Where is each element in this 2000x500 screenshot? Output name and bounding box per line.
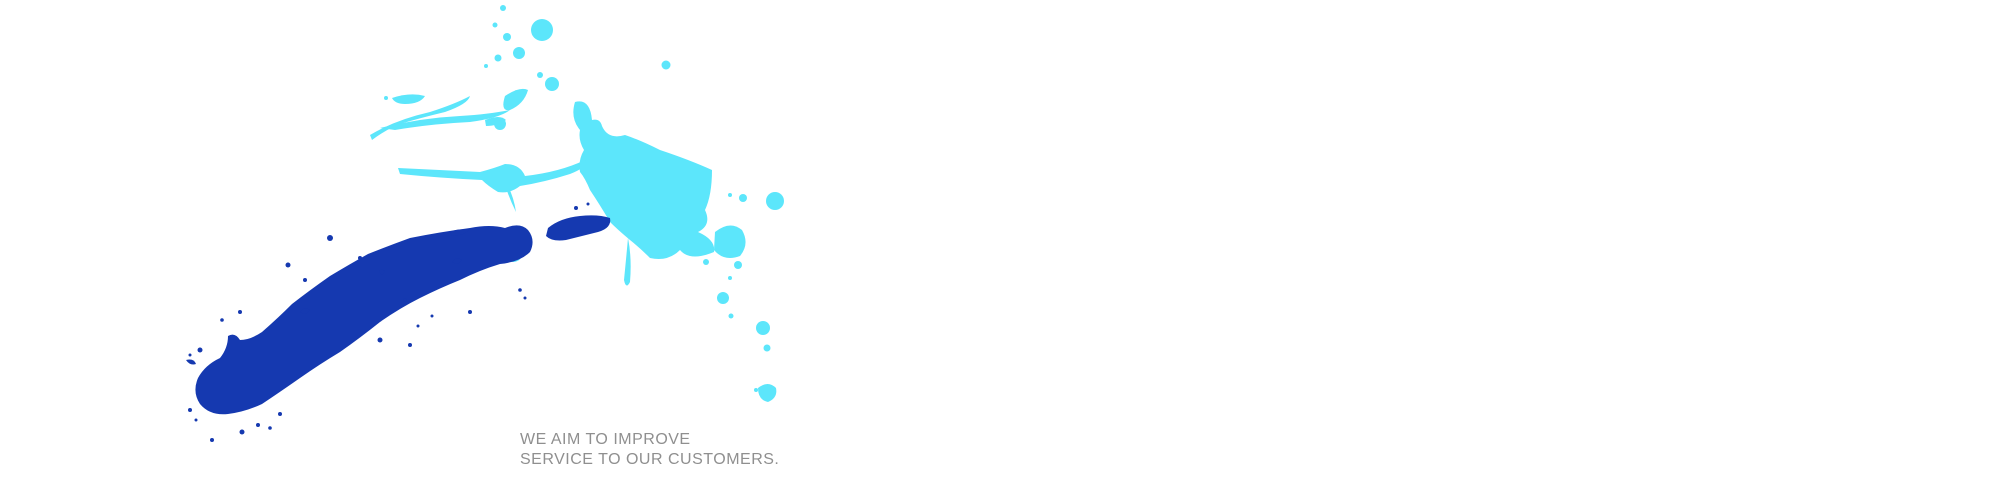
paint-splash-light-blue-icon	[370, 5, 784, 402]
tagline-line-2: SERVICE TO OUR CUSTOMERS.	[520, 451, 780, 468]
tagline-line-1: WE AIM TO IMPROVE	[520, 431, 691, 448]
paint-splash-dark-blue-icon	[186, 202, 611, 442]
tagline: WE AIM TO IMPROVE SERVICE TO OUR CUSTOME…	[520, 430, 779, 470]
